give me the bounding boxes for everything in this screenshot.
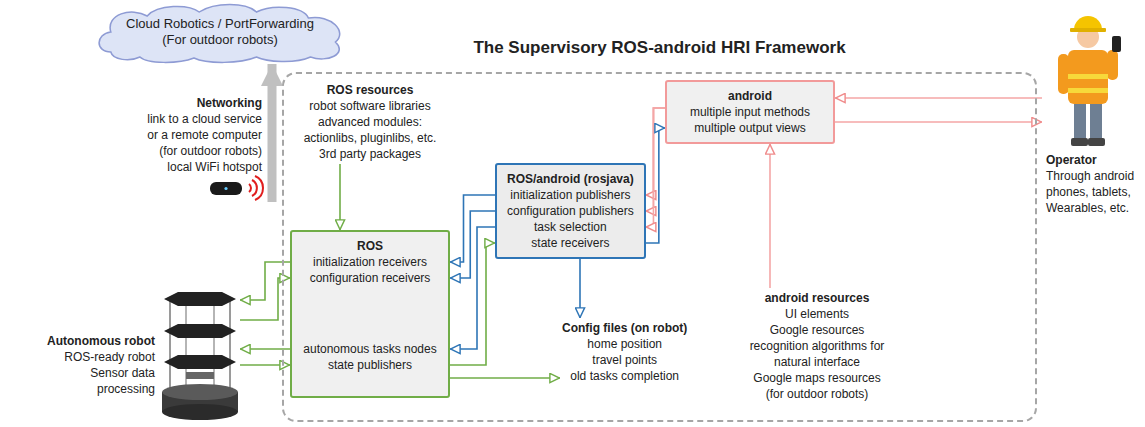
item-text: travel points (562, 352, 687, 368)
cloud-shape: Cloud Robotics / PortForwarding(For outd… (90, 2, 350, 64)
item-text: configuration receivers (302, 270, 438, 286)
heading-text: Networking (125, 95, 262, 111)
robot-block: Autonomous robotROS-ready robotSensor da… (5, 285, 240, 422)
resource-list: ROS resourcesrobot software librariesadv… (293, 80, 447, 164)
connector-arrow (268, 64, 277, 202)
item-text: Google maps resources (for outdoor robot… (747, 370, 887, 402)
item-text: Google resources (747, 322, 887, 338)
connector-arrow (450, 195, 495, 262)
item-text: local WiFi hotspot (125, 159, 262, 175)
item-text: state receivers (507, 235, 634, 251)
heading-text: ROS/android (rosjava) (507, 171, 634, 187)
item-text: configuration publishers (507, 203, 634, 219)
connector-arrow (835, 121, 1042, 123)
robot-illustration (162, 292, 238, 420)
item-text: autonomous tasks nodes (302, 341, 438, 357)
heading-text: Autonomous robot (5, 333, 155, 349)
item-text: initialization receivers (302, 254, 438, 270)
connector-arrow (450, 227, 495, 349)
item-text: (For outdoor robots) (90, 32, 350, 48)
connector-arrow (646, 108, 665, 195)
item-text: initialization publishers (507, 187, 634, 203)
heading-text: android (677, 88, 823, 104)
connector-arrow (450, 377, 560, 379)
networking-block: Networkinglink to a cloud service or a r… (125, 95, 280, 202)
item-text: recognition algorithms for natural inter… (747, 338, 887, 370)
connector-arrow (646, 108, 665, 211)
item-text: robot software libraries (295, 98, 445, 114)
heading-text: ROS resources (295, 82, 445, 98)
process-box: ROS/android (rosjava)initialization publ… (495, 163, 646, 259)
config-list: Config files (on robot)home positiontrav… (560, 318, 689, 386)
connector-arrow (450, 243, 495, 365)
operator-block: OperatorThrough android phones, tablets,… (1042, 4, 1140, 216)
heading-text: Operator (1046, 152, 1140, 168)
connector-arrow (835, 97, 1042, 99)
heading-text: android resources (747, 290, 887, 306)
connector-arrow (339, 164, 341, 230)
process-box: androidmultiple input methodsmultiple ou… (665, 80, 835, 144)
process-box: ROSinitialization receiversconfiguration… (290, 230, 450, 398)
connector-arrow (646, 128, 665, 243)
item-text: multiple output views (677, 120, 823, 136)
item-text: link to a cloud service or a remote comp… (137, 111, 262, 159)
wifi-router-icon (210, 176, 263, 200)
item-text: old tasks completion (562, 368, 687, 384)
operator-figure (1058, 16, 1121, 146)
connector-arrow (769, 144, 771, 288)
resource-list: android resourcesUI elementsGoogle resou… (745, 288, 889, 404)
item-text: 3rd party packages (295, 146, 445, 162)
heading-text: The Supervisory ROS-android HRI Framewor… (282, 36, 1037, 60)
item-text: Sensor data processing (55, 365, 155, 397)
connector-arrow (646, 108, 665, 227)
item-text: state publishers (302, 357, 438, 373)
item-text: Cloud Robotics / PortForwarding (90, 16, 350, 32)
item-text: UI elements (747, 306, 887, 322)
item-text: Through android phones, tablets, Wearabl… (1046, 168, 1138, 216)
heading-text: ROS (302, 238, 438, 254)
framework-region: The Supervisory ROS-android HRI Framewor… (282, 36, 1037, 422)
heading-text: Config files (on robot) (562, 320, 687, 336)
item-text: advanced modules: actionlibs, pluginlibs… (295, 114, 445, 146)
item-text: home position (562, 336, 687, 352)
item-text: ROS-ready robot (5, 349, 155, 365)
item-text: task selection (507, 219, 634, 235)
connector-arrow (450, 211, 495, 278)
item-text: multiple input methods (677, 104, 823, 120)
connector-arrow (579, 259, 581, 318)
